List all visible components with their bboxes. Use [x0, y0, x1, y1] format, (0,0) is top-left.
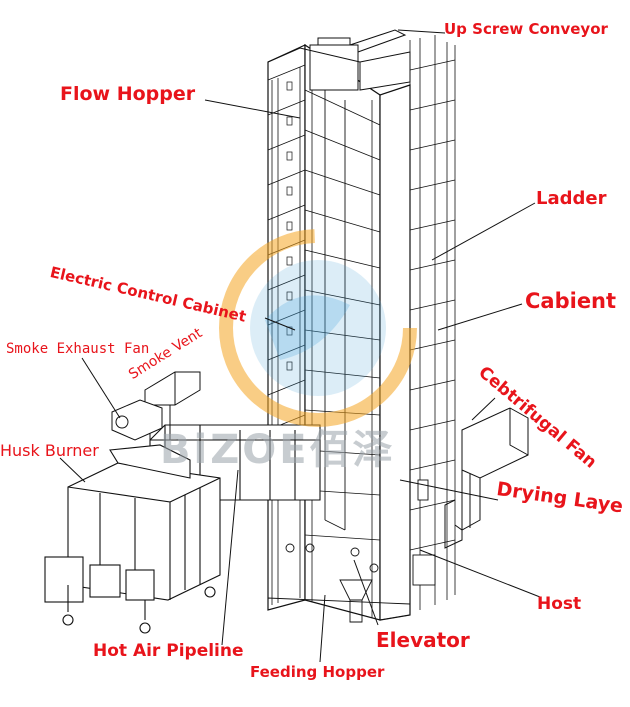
- leader-feeding-hopper: [319, 594, 326, 663]
- ladder-cage: [379, 35, 456, 621]
- label-hot-air-pipeline: Hot Air Pipeline: [93, 641, 244, 661]
- label-elevator: Elevator: [376, 628, 470, 652]
- label-cabient: Cabient: [525, 289, 617, 313]
- label-feeding-hopper: Feeding Hopper: [250, 663, 385, 681]
- leader-hot-air-pipeline: [221, 469, 239, 646]
- tower-base: [267, 479, 436, 623]
- leader-cebtrifugal-fan: [471, 397, 496, 421]
- leader-ladder: [431, 202, 536, 261]
- watermark-text: BiZOE佰泽: [160, 427, 396, 473]
- label-smoke-exhaust-fan: Smoke Exhaust Fan: [6, 341, 150, 357]
- leader-drying-laye: [399, 479, 499, 501]
- smoke-exhaust-fan-drawing: [111, 399, 163, 441]
- leader-up-screw-conveyor: [397, 29, 446, 34]
- label-up-screw-conveyor: Up Screw Conveyor: [444, 20, 608, 38]
- husk-burner-drawing: [44, 444, 221, 634]
- leader-cabient: [437, 303, 523, 331]
- elevator-column: [324, 90, 346, 531]
- label-flow-hopper: Flow Hopper: [60, 83, 196, 105]
- tower-front-levels: [304, 50, 381, 618]
- hopper-markers: [286, 81, 293, 371]
- leader-husk-burner: [59, 457, 86, 483]
- label-ladder: Ladder: [536, 188, 607, 209]
- leader-flow-hopper: [204, 99, 301, 119]
- leader-elevator: [353, 559, 379, 626]
- leader-electric-control-cabinet: [264, 317, 296, 331]
- label-husk-burner: Husk Burner: [0, 441, 99, 460]
- leader-host: [419, 549, 541, 598]
- centrifugal-fan-drawing: [444, 407, 529, 549]
- leader-lines: [59, 29, 541, 663]
- label-host: Host: [537, 594, 582, 614]
- leader-smoke-exhaust-fan: [81, 357, 121, 419]
- watermark-logo: [219, 229, 417, 427]
- top-assembly: [267, 29, 411, 91]
